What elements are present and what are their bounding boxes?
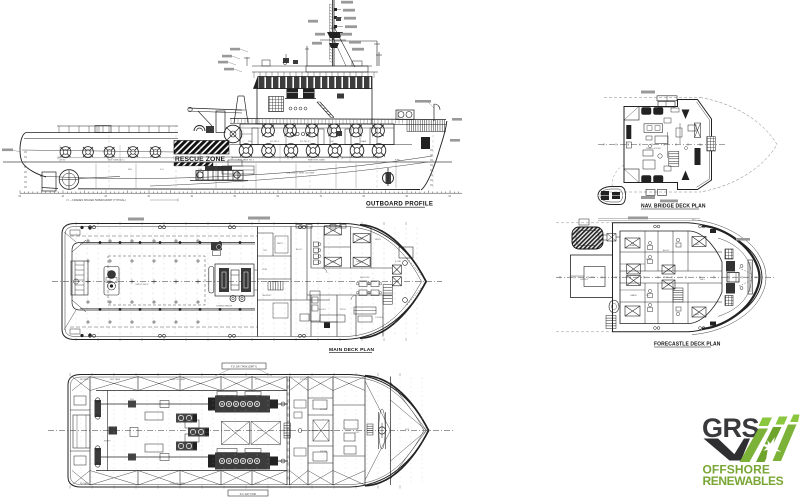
svg-text:F.O. TANK NO.2: F.O. TANK NO.2 bbox=[238, 158, 255, 161]
svg-text:MAIN DECK PLAN: MAIN DECK PLAN bbox=[329, 347, 374, 353]
svg-text:PAINT: PAINT bbox=[277, 242, 284, 245]
svg-text:W.B.: W.B. bbox=[248, 141, 253, 143]
svg-text:CABIN: CABIN bbox=[693, 313, 700, 316]
svg-text:F.PK: F.PK bbox=[395, 159, 400, 161]
svg-text:00: 00 bbox=[449, 196, 452, 198]
svg-text:CABIN: CABIN bbox=[330, 260, 337, 263]
svg-text:CABIN: CABIN bbox=[356, 260, 363, 263]
svg-text:F.O. DAY TANK (DIRTY): F.O. DAY TANK (DIRTY) bbox=[231, 366, 257, 369]
svg-text:80: 80 bbox=[363, 196, 366, 198]
svg-text:MESS: MESS bbox=[375, 239, 381, 241]
svg-text:30: 30 bbox=[148, 196, 151, 198]
svg-text:W.C: W.C bbox=[646, 295, 650, 297]
svg-text:FUEL OIL TANK: FUEL OIL TANK bbox=[170, 378, 186, 381]
svg-text:WHEEL HOUSE: WHEEL HOUSE bbox=[646, 148, 661, 150]
svg-text:20: 20 bbox=[105, 196, 108, 198]
svg-text:90: 90 bbox=[406, 196, 409, 198]
svg-text:F.O. NO.2: F.O. NO.2 bbox=[270, 141, 280, 143]
svg-text:W.C: W.C bbox=[646, 259, 650, 261]
svg-text:GALLEY: GALLEY bbox=[318, 308, 326, 311]
svg-text:VOID: VOID bbox=[60, 159, 66, 161]
svg-text:~ FRAMES SPACED 500MM APART (T: ~ FRAMES SPACED 500MM APART (TYPICAL) bbox=[70, 198, 126, 202]
svg-text:CABIN: CABIN bbox=[630, 244, 637, 247]
svg-text:60: 60 bbox=[277, 196, 280, 198]
svg-text:NO.1 M/E: NO.1 M/E bbox=[200, 432, 210, 434]
svg-text:FORECASTLE DECK PLAN: FORECASTLE DECK PLAN bbox=[654, 342, 721, 348]
svg-text:STORE: STORE bbox=[300, 379, 308, 381]
svg-text:D.O.: D.O. bbox=[160, 169, 165, 171]
svg-text:NAV. BRIDGE DECK PLAN: NAV. BRIDGE DECK PLAN bbox=[641, 204, 706, 210]
svg-text:40: 40 bbox=[191, 196, 194, 198]
svg-text:TOWING WINCH: TOWING WINCH bbox=[216, 306, 233, 308]
svg-text:MESS RM: MESS RM bbox=[360, 277, 370, 279]
svg-text:FRESH W. TANK: FRESH W. TANK bbox=[308, 158, 325, 161]
svg-text:LOUNGE: LOUNGE bbox=[375, 317, 384, 319]
svg-text:CABIN: CABIN bbox=[330, 229, 337, 232]
svg-text:LUB: LUB bbox=[198, 169, 203, 171]
svg-text:OUTBOARD PROFILE: OUTBOARD PROFILE bbox=[366, 202, 433, 208]
svg-text:SEA CHEST KEEL COOLER: SEA CHEST KEEL COOLER bbox=[286, 172, 315, 175]
svg-text:HALL: HALL bbox=[700, 278, 706, 281]
svg-text:W.B. TANK NO.1: W.B. TANK NO.1 bbox=[108, 158, 125, 161]
svg-text:B.THR: B.THR bbox=[395, 261, 402, 263]
svg-text:CABIN: CABIN bbox=[630, 294, 637, 297]
svg-text:PE TANK: PE TANK bbox=[80, 378, 89, 381]
svg-text:RENEWABLES: RENEWABLES bbox=[703, 474, 784, 488]
svg-text:GRS: GRS bbox=[702, 413, 759, 443]
svg-text:F.O. NO.3: F.O. NO.3 bbox=[300, 141, 310, 143]
svg-text:SHAFT: SHAFT bbox=[104, 440, 111, 443]
svg-text:00: 00 bbox=[19, 196, 22, 198]
svg-text:CABIN: CABIN bbox=[356, 238, 363, 241]
svg-text:OFFSHORE: OFFSHORE bbox=[703, 463, 770, 477]
svg-text:W.B. TANK: W.B. TANK bbox=[110, 378, 121, 381]
svg-text:LKR: LKR bbox=[263, 250, 267, 252]
svg-text:FUEL OIL TANK: FUEL OIL TANK bbox=[170, 482, 186, 485]
svg-text:GYM: GYM bbox=[262, 269, 267, 271]
svg-text:F.W.: F.W. bbox=[330, 141, 334, 143]
svg-text:CO2: CO2 bbox=[355, 432, 360, 434]
svg-text:10: 10 bbox=[62, 196, 65, 198]
svg-text:PASS.: PASS. bbox=[663, 276, 669, 279]
svg-text:W.S.: W.S. bbox=[130, 399, 135, 401]
svg-text:CASING: CASING bbox=[580, 278, 588, 281]
svg-text:PROV.: PROV. bbox=[340, 309, 346, 311]
svg-text:F.O.T.: F.O.T. bbox=[255, 483, 261, 485]
svg-text:ALLEY: ALLEY bbox=[296, 248, 303, 251]
svg-text:ENGINE ROOM: ENGINE ROOM bbox=[240, 411, 255, 413]
svg-text:PE TANK: PE TANK bbox=[80, 482, 89, 485]
svg-text:CL: CL bbox=[700, 145, 702, 147]
svg-text:CHAIN: CHAIN bbox=[360, 140, 367, 143]
svg-text:ALLEY: ALLEY bbox=[663, 249, 670, 252]
svg-text:50: 50 bbox=[234, 196, 237, 198]
svg-text:CARGO DECK: CARGO DECK bbox=[135, 283, 149, 286]
svg-text:STORE: STORE bbox=[320, 409, 328, 411]
svg-text:EXH: EXH bbox=[591, 277, 596, 279]
svg-text:F.O.T.: F.O.T. bbox=[255, 379, 261, 381]
svg-text:70: 70 bbox=[320, 196, 323, 198]
svg-text:F.PK: F.PK bbox=[405, 429, 410, 431]
svg-text:CABIN: CABIN bbox=[693, 243, 700, 246]
svg-text:W.B.: W.B. bbox=[128, 169, 133, 171]
svg-text:LAUNDRY: LAUNDRY bbox=[262, 294, 272, 297]
svg-text:F.O. DAY TANK: F.O. DAY TANK bbox=[240, 493, 257, 496]
